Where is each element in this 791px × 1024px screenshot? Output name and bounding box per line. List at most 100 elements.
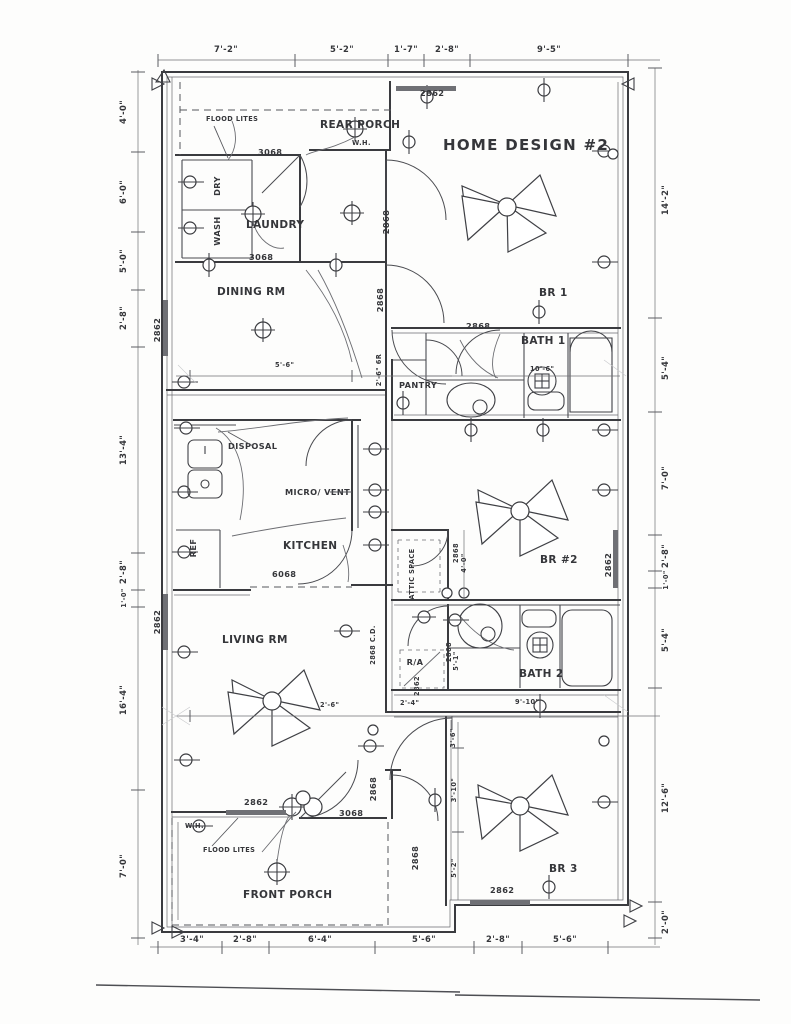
tag-2862-living: 2862 [244, 797, 268, 807]
tag-2862-left-lower: 2862 [152, 610, 162, 634]
windows [163, 86, 618, 905]
dim-top-3: 2'-8" [435, 44, 459, 54]
bath1-fixtures [446, 330, 613, 418]
light-laundry [241, 202, 265, 226]
room-label-rear-porch: REAR PORCH [320, 119, 400, 131]
appliance-label-dryer: DRY [212, 175, 222, 195]
ceiling-fan-br2 [475, 478, 569, 557]
dimension-string-left: 4'-0" 6'-0" 5'-0" 2'-8" 13'-4" 2'-8" 1'-… [118, 70, 145, 945]
dim-top-1: 5'-2" [330, 44, 354, 54]
interior-dim-br3-9-10: 9'-10" [515, 698, 539, 706]
dim-left-0: 4'-0" [118, 100, 128, 124]
dim-right-0: 14'-2" [660, 185, 670, 215]
dim-left-4: 13'-4" [118, 435, 128, 465]
dim-left-3: 2'-8" [118, 306, 128, 330]
interior-dimension-ticks [176, 370, 660, 900]
ceiling-fan-br3 [475, 773, 569, 852]
appliance-label-return-air: R/A [407, 657, 424, 667]
appliance-label-attic-space: ATTIC SPACE [408, 548, 416, 599]
annotation-stair-note: 2'-6" 6R [375, 354, 383, 387]
sheet-baseline-rules [95, 984, 761, 1001]
fixture-group-left-wall [172, 175, 216, 833]
tag-2862-rear-top: 2862 [420, 88, 444, 98]
room-label-bath-2: BATH 2 [519, 668, 564, 680]
dim-left-6: 1'-0" [120, 588, 128, 607]
light-rear-room [340, 201, 364, 225]
appliance-labels: DRY WASH REF ATTIC SPACE R/A [188, 175, 424, 667]
tag-2862-right-mid: 2862 [603, 553, 613, 577]
room-label-laundry: LAUNDRY [246, 219, 304, 231]
tag-2868-attic-right: 2868 [452, 543, 460, 563]
room-label-pantry: PANTRY [399, 380, 438, 390]
tag-2868-rear-b: 2868 [375, 288, 385, 312]
tag-6068-kitchen: 6068 [272, 569, 296, 579]
interior-dim-mid-2-4: 2'-4" [400, 699, 419, 707]
room-label-br-3: BR 3 [549, 863, 578, 875]
dim-right-3: 2'-8" [660, 544, 670, 568]
kitchen-sink [187, 439, 223, 499]
interior-dim-br3-3-6: 3'-6" [449, 728, 457, 747]
bath2-fixtures [443, 603, 613, 687]
construction-guides [161, 359, 629, 726]
appliance-label-refrigerator: REF [188, 539, 198, 558]
dim-right-2: 7'-0" [660, 466, 670, 490]
annotation-micro-vent: MICRO/ VENT [285, 487, 350, 497]
tag-2862-left-upper: 2862 [152, 318, 162, 342]
interior-dimension-labels: 5'-6" 10'-6" 4'-0" 5'-1" 2'-6" 2'-4" 9'-… [275, 361, 554, 878]
fixture-group-misc [295, 78, 619, 899]
dimension-string-right: 14'-2" 5'-4" 7'-0" 2'-8" 1'-0" 5'-4" 12'… [648, 67, 670, 945]
dim-bottom-1: 2'-8" [233, 934, 257, 944]
annotation-water-heater-top: W.H. [352, 139, 371, 147]
interior-dim-dining-5-6: 5'-6" [275, 361, 294, 369]
dim-right-4: 1'-0" [662, 570, 670, 589]
door-swings [261, 154, 501, 822]
tag-3068-laundry-bot: 3068 [249, 252, 273, 262]
room-label-bath-1: BATH 1 [521, 335, 566, 347]
appliance-label-washer: WASH [212, 216, 222, 245]
tag-2868-front-right: 2868 [368, 777, 378, 801]
tag-2862-mid-bottom: 2862 [413, 676, 421, 696]
annotation-cd-note: 2868 C.D. [369, 625, 377, 665]
dim-bottom-2: 6'-4" [308, 934, 332, 944]
fixture-group-center-wall [334, 442, 389, 753]
building-envelope [161, 71, 629, 933]
dim-bottom-0: 3'-4" [180, 934, 204, 944]
dim-top-2: 1'-7" [394, 44, 418, 54]
fixture-group-right-wall [592, 144, 618, 809]
corner-markers [151, 68, 644, 939]
tag-3068-laundry-top: 3068 [258, 147, 282, 157]
dim-left-1: 6'-0" [118, 180, 128, 204]
dim-right-1: 5'-4" [660, 356, 670, 380]
dimension-string-bottom: 3'-4" 2'-8" 6'-4" 5'-6" 2'-8" 5'-6" [150, 934, 660, 954]
page-title: HOME DESIGN #2 [443, 136, 609, 154]
dim-left-8: 7'-0" [118, 854, 128, 878]
electrical-symbols [172, 78, 619, 899]
interior-dim-bath2-5-1: 5'-1" [452, 651, 460, 670]
interior-walls [166, 81, 621, 926]
dim-right-7: 2'-0" [660, 910, 670, 934]
annotation-water-heater-bottom: W.H. [185, 822, 204, 830]
interior-dim-living-2-6: 2'-6" [320, 701, 339, 709]
annotation-labels: FLOOD LITES FLOOD LITES DISPOSAL MICRO/ … [185, 115, 383, 854]
room-label-br-2: BR #2 [540, 554, 578, 566]
interior-dim-br3-3-10: 3'-10" [450, 778, 458, 802]
light-dining [251, 318, 275, 342]
light-front-porch [264, 859, 290, 885]
dim-bottom-5: 5'-6" [553, 934, 577, 944]
tag-2868-bath1: 2868 [466, 321, 490, 331]
dim-bottom-3: 5'-6" [412, 934, 436, 944]
tag-2868-bath2-left: 2868 [445, 642, 453, 662]
dim-left-2: 5'-0" [118, 249, 128, 273]
tag-2868-rear-a: 2868 [381, 210, 391, 234]
dim-top-0: 7'-2" [214, 44, 238, 54]
room-label-br-1: BR 1 [539, 287, 568, 299]
room-label-kitchen: KITCHEN [283, 540, 337, 552]
dimension-string-top: 7'-2" 5'-2" 1'-7" 2'-8" 9'-5" [157, 44, 660, 67]
tag-3068-front: 3068 [339, 808, 363, 818]
annotation-flood-lites-front: FLOOD LITES [203, 846, 255, 854]
interior-dim-bath1-10-6: 10'-6" [530, 365, 554, 373]
dim-right-6: 12'-6" [660, 783, 670, 813]
dim-right-5: 5'-4" [660, 628, 670, 652]
